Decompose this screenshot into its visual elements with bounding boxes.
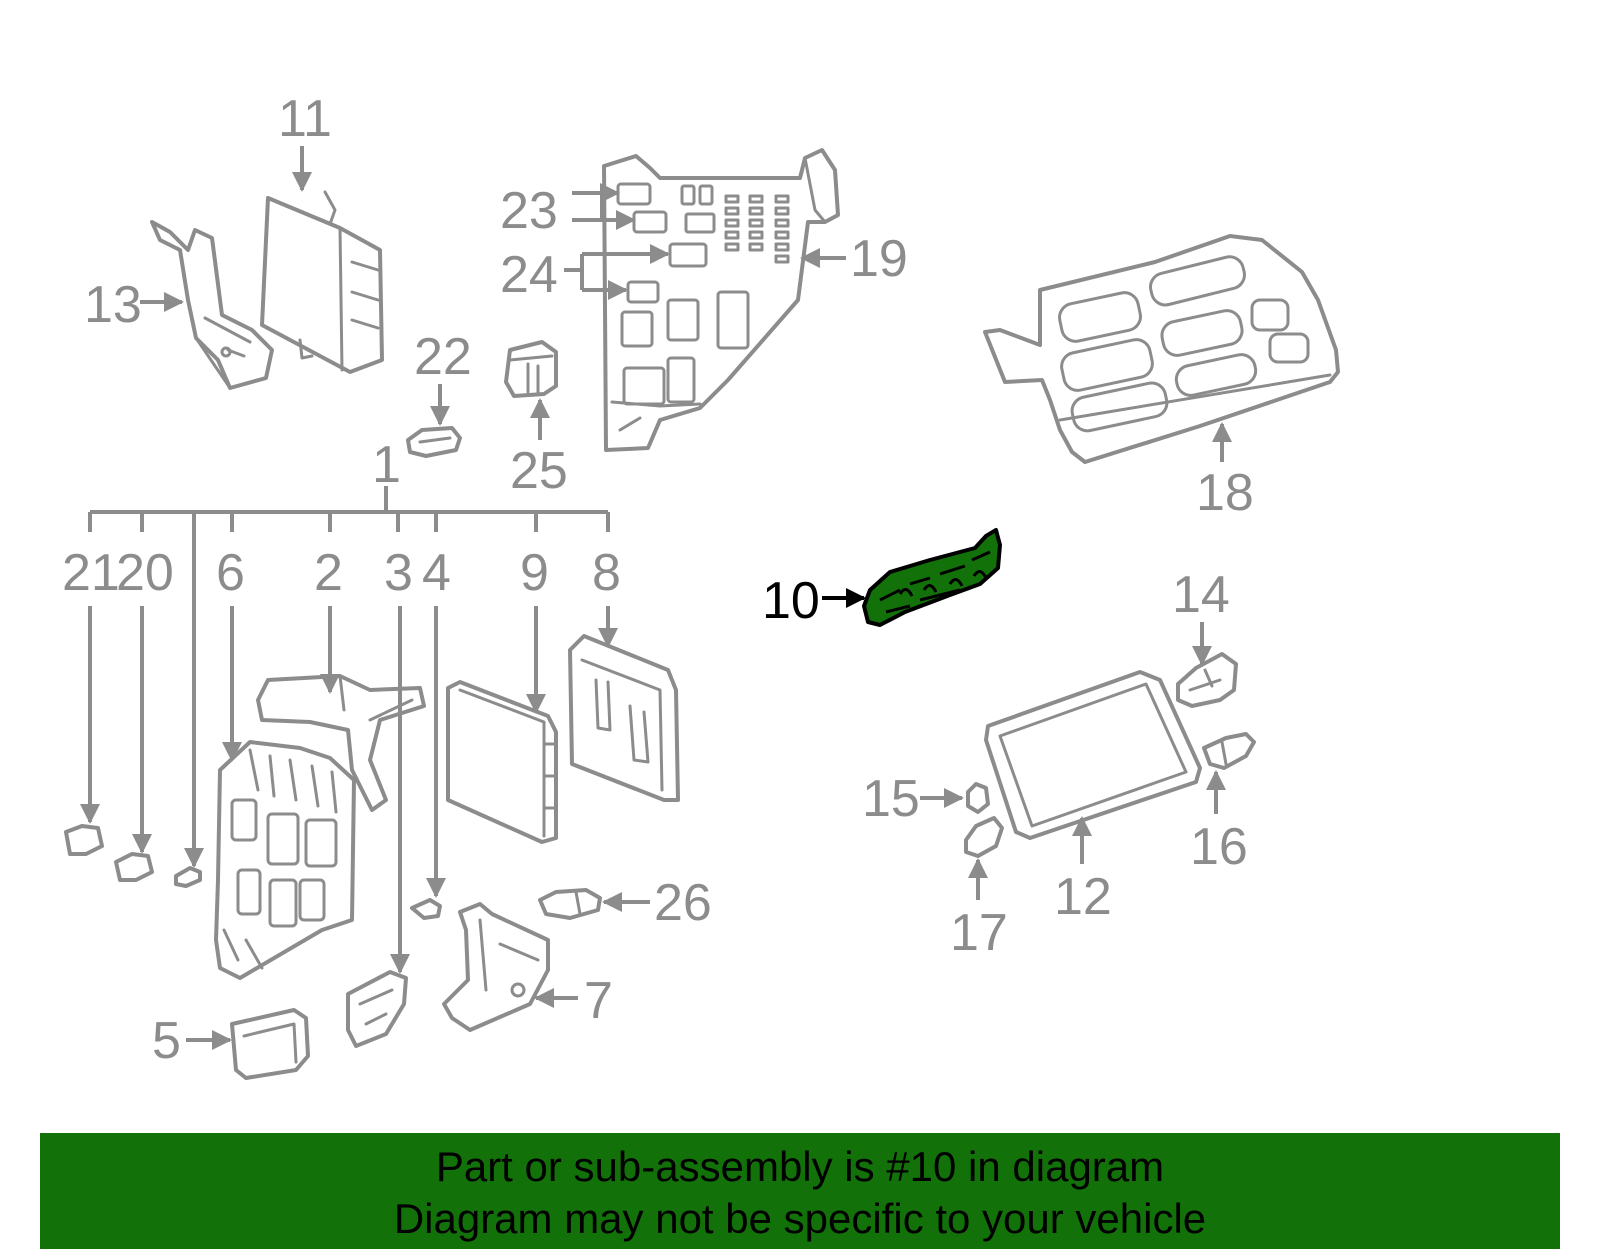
part-6-junction-block xyxy=(214,740,356,980)
callout-4: 4 xyxy=(422,544,451,602)
part-18-cover xyxy=(983,234,1340,464)
part-8-module xyxy=(568,634,680,802)
callout-18: 18 xyxy=(1196,464,1254,522)
info-banner: Part or sub-assembly is #10 in diagram D… xyxy=(40,1133,1560,1249)
callout-8: 8 xyxy=(592,544,621,602)
callout-7: 7 xyxy=(584,972,613,1030)
callout-26: 26 xyxy=(654,874,712,932)
callout-23: 23 xyxy=(500,182,558,240)
leader-lines xyxy=(80,146,1232,1050)
part-12-panel xyxy=(984,670,1202,840)
banner-line-1: Part or sub-assembly is #10 in diagram xyxy=(435,1143,1165,1190)
callout-6: 6 xyxy=(216,544,245,602)
callout-22: 22 xyxy=(414,328,472,386)
part-19-relay-block xyxy=(602,148,840,452)
part-4-fuse xyxy=(410,898,442,920)
part-17-socket xyxy=(964,816,1004,858)
callout-15: 15 xyxy=(862,770,920,828)
part-26-bulb xyxy=(538,888,602,920)
part-3-bracket xyxy=(346,970,408,1048)
callout-9: 9 xyxy=(520,544,549,602)
callout-13: 13 xyxy=(84,276,142,334)
callout-3: 3 xyxy=(384,544,413,602)
part-15-grommet xyxy=(966,782,990,814)
part-20-fuse xyxy=(114,852,154,882)
callout-16: 16 xyxy=(1190,818,1248,876)
part-25-relay xyxy=(504,340,558,398)
callout-1: 1 xyxy=(372,436,401,494)
callout-25: 25 xyxy=(510,442,568,500)
callout-5: 5 xyxy=(152,1012,181,1070)
banner-line-2: Diagram may not be specific to your vehi… xyxy=(393,1195,1207,1242)
part-1-connector xyxy=(174,866,202,888)
part-5-cover xyxy=(230,1008,310,1080)
callout-12: 12 xyxy=(1054,868,1112,926)
callout-labels: 11 13 23 24 19 22 25 1 18 21 20 6 2 3 4 … xyxy=(62,90,1254,1070)
part-22-fuse xyxy=(406,426,462,458)
part-21-fuse xyxy=(64,824,104,856)
callout-2: 2 xyxy=(314,544,343,602)
part-16-bulb xyxy=(1202,732,1256,770)
part-2-frame xyxy=(256,674,426,812)
callout-24: 24 xyxy=(500,246,558,304)
part-14-clip xyxy=(1176,652,1238,708)
callout-17: 17 xyxy=(950,904,1008,962)
part-11-module xyxy=(260,190,384,374)
callout-20: 20 xyxy=(116,544,174,602)
part-13-bracket xyxy=(150,220,274,390)
callout-19: 19 xyxy=(850,230,908,288)
part-9-module xyxy=(446,680,558,844)
part-10-shape xyxy=(862,528,1002,627)
callout-11: 11 xyxy=(278,90,332,148)
callout-14: 14 xyxy=(1172,566,1230,624)
part-7-bracket xyxy=(442,902,550,1032)
part-10-highlighted xyxy=(862,528,1002,627)
callout-10: 10 xyxy=(762,572,820,630)
callout-21: 21 xyxy=(62,544,120,602)
